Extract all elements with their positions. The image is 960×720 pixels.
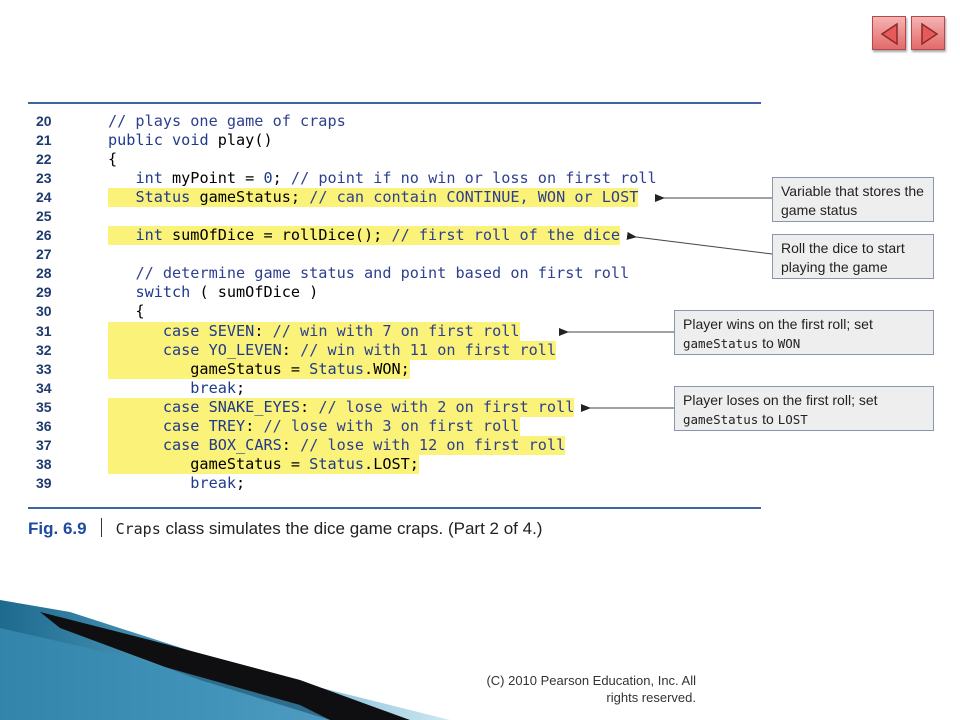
- caption-separator: [100, 518, 102, 537]
- code-line: 30 {: [30, 302, 730, 321]
- code-line: 28 // determine game status and point ba…: [30, 264, 730, 283]
- code-text: case BOX_CARS: // lose with 12 on first …: [108, 435, 566, 455]
- code-line: 26 int sumOfDice = rollDice(); // first …: [30, 226, 730, 246]
- code-text: break;: [190, 473, 246, 492]
- callout-player-wins: Player wins on the first roll; set gameS…: [674, 310, 934, 355]
- line-number: 28: [36, 265, 52, 282]
- code-line: 32 case YO_LEVEN: // win with 11 on firs…: [30, 340, 730, 360]
- triangle-left-icon: [880, 22, 898, 46]
- callout-code: WON: [777, 336, 801, 351]
- code-text: case TREY: // lose with 3 on first roll: [108, 416, 520, 436]
- code-line: 34 break;: [30, 379, 730, 398]
- callout-text: to: [762, 411, 774, 427]
- caption-text: class simulates the dice game craps. (Pa…: [165, 519, 543, 538]
- code-line: 29 switch ( sumOfDice ): [30, 283, 730, 302]
- code-text: {: [108, 150, 118, 169]
- callout-text: Player loses on the first roll; set: [683, 392, 878, 408]
- line-number: 34: [36, 379, 52, 396]
- line-number: 22: [36, 151, 52, 168]
- code-line: 35 case SNAKE_EYES: // lose with 2 on fi…: [30, 397, 730, 417]
- code-text: int sumOfDice = rollDice(); // first rol…: [108, 226, 621, 246]
- line-number: 37: [36, 436, 52, 453]
- code-line: 31 case SEVEN: // win with 7 on first ro…: [30, 321, 730, 341]
- line-number: 33: [36, 360, 52, 377]
- code-line: 25: [30, 207, 730, 226]
- line-number: 24: [36, 189, 52, 206]
- code-text: int myPoint = 0; // point if no win or l…: [135, 169, 657, 188]
- callout-text: Variable that stores the game status: [781, 183, 924, 218]
- code-line: 24 Status gameStatus; // can contain CON…: [30, 188, 730, 208]
- code-text: gameStatus = Status.WON;: [108, 359, 410, 379]
- triangle-right-icon: [921, 22, 939, 46]
- callout-roll-dice: Roll the dice to start playing the game: [772, 234, 934, 279]
- callout-player-loses: Player loses on the first roll; set game…: [674, 386, 934, 431]
- line-number: 21: [36, 132, 52, 149]
- code-line: 22 {: [30, 150, 730, 169]
- line-number: 29: [36, 284, 52, 301]
- callout-variable-status: Variable that stores the game status: [772, 177, 934, 222]
- code-text: gameStatus = Status.LOST;: [108, 454, 419, 474]
- code-line: 27: [30, 245, 730, 264]
- caption-class-name: Craps: [115, 520, 161, 538]
- code-text: case YO_LEVEN: // win with 11 on first r…: [108, 340, 557, 360]
- code-text: case SNAKE_EYES: // lose with 2 on first…: [108, 397, 575, 417]
- code-text: // determine game status and point based…: [135, 264, 630, 283]
- figure-bottom-rule: [28, 507, 761, 509]
- callout-code: gameStatus: [683, 336, 759, 351]
- code-text: {: [108, 302, 145, 321]
- code-text: public void play(): [108, 131, 273, 150]
- code-line: 20 // plays one game of craps: [30, 112, 730, 131]
- line-number: 30: [36, 303, 52, 320]
- code-line: 33 gameStatus = Status.WON;: [30, 359, 730, 379]
- line-number: 20: [36, 113, 52, 129]
- line-number: 26: [36, 227, 52, 244]
- callout-text: Player wins on the first roll; set: [683, 316, 873, 332]
- code-line: 37 case BOX_CARS: // lose with 12 on fir…: [30, 435, 730, 455]
- code-text: switch ( sumOfDice ): [135, 283, 319, 302]
- arrow-roll-dice: [626, 231, 773, 255]
- line-number: 27: [36, 246, 52, 263]
- code-listing: 20 // plays one game of craps 21 public voi…: [30, 112, 730, 493]
- copyright-notice: (C) 2010 Pearson Education, Inc. All rig…: [486, 673, 696, 705]
- line-number: 31: [36, 322, 52, 339]
- code-line: 39 break;: [30, 474, 730, 493]
- line-number: 25: [36, 208, 52, 225]
- code-text: break;: [190, 378, 246, 397]
- code-text: // plays one game of craps: [108, 112, 346, 130]
- line-number: 35: [36, 398, 52, 415]
- code-text: case SEVEN: // win with 7 on first roll: [108, 321, 520, 341]
- line-number: 32: [36, 341, 52, 358]
- code-line: 36 case TREY: // lose with 3 on first ro…: [30, 416, 730, 436]
- code-line: 23 int myPoint = 0; // point if no win o…: [30, 169, 730, 188]
- callout-code: gameStatus: [683, 412, 759, 427]
- callout-text: to: [762, 335, 774, 351]
- figure-number: Fig. 6.9: [28, 519, 87, 538]
- line-number: 36: [36, 417, 52, 434]
- line-number: 38: [36, 455, 52, 472]
- callout-code: LOST: [777, 412, 808, 427]
- code-text: Status gameStatus; // can contain CONTIN…: [108, 188, 639, 208]
- callout-text: Roll the dice to start playing the game: [781, 240, 905, 275]
- previous-slide-button[interactable]: [872, 16, 906, 50]
- line-number: 23: [36, 170, 52, 187]
- code-line: 38 gameStatus = Status.LOST;: [30, 454, 730, 474]
- figure-top-rule: [28, 102, 761, 104]
- line-number: 39: [36, 474, 52, 491]
- code-line: 21 public void play(): [30, 131, 730, 150]
- next-slide-button[interactable]: [911, 16, 945, 50]
- figure-caption: Fig. 6.9 Craps class simulates the dice g…: [28, 518, 542, 539]
